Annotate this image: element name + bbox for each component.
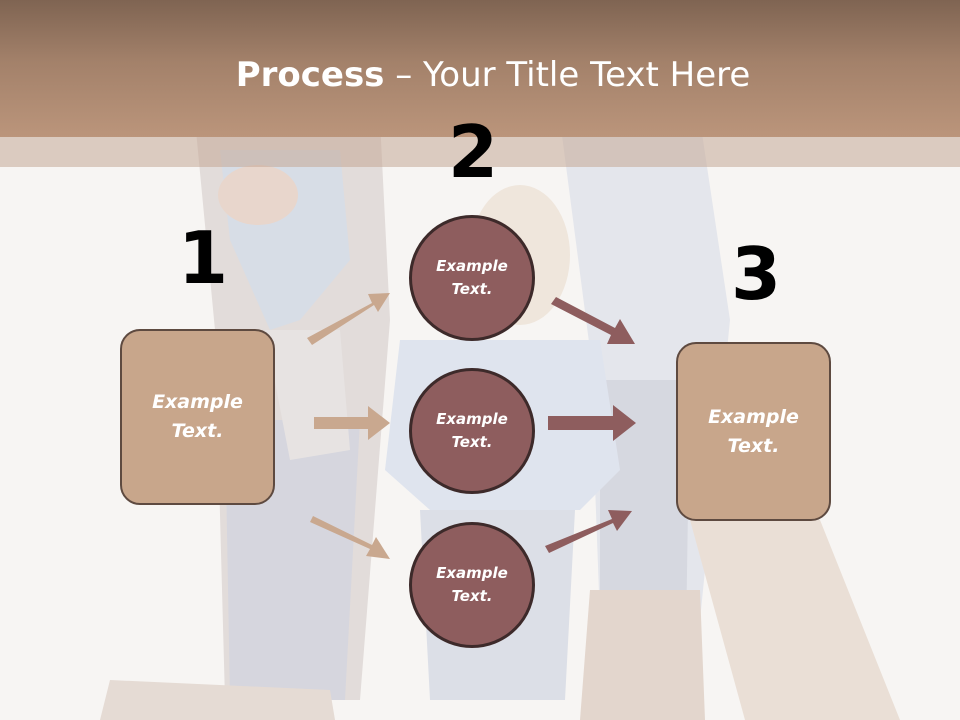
- circle-3-line2: Text.: [451, 587, 493, 605]
- circle-3-line1: Example: [436, 564, 508, 582]
- circle-2-line2: Text.: [451, 433, 493, 451]
- arrow-from-circle-1: [551, 297, 635, 344]
- right-box: Example Text.: [676, 342, 831, 521]
- left-box-line2: Text.: [171, 420, 224, 442]
- circle-1-line2: Text.: [451, 280, 493, 298]
- circle-1-line1: Example: [436, 257, 508, 275]
- title-rest: – Your Title Text Here: [384, 55, 751, 95]
- circle-3: Example Text.: [409, 522, 535, 648]
- step-number-3: 3: [731, 232, 782, 316]
- circle-2-line1: Example: [436, 410, 508, 428]
- right-box-line2: Text.: [727, 434, 780, 457]
- right-box-line1: Example: [708, 405, 799, 428]
- arrow-from-circle-2: [548, 405, 636, 441]
- arrow-to-circle-3: [310, 516, 390, 559]
- slide-title: Process – Your Title Text Here: [0, 54, 960, 96]
- circle-2: Example Text.: [409, 368, 535, 494]
- step-number-1: 1: [178, 216, 229, 300]
- step-number-2: 2: [448, 110, 499, 194]
- title-bar: [0, 0, 960, 137]
- title-bold: Process: [235, 55, 385, 95]
- left-box: Example Text.: [120, 329, 275, 505]
- left-box-line1: Example: [152, 391, 243, 413]
- title-underline-strip: [0, 137, 960, 167]
- circle-1: Example Text.: [409, 215, 535, 341]
- arrow-to-circle-2: [314, 406, 390, 440]
- arrow-to-circle-1: [307, 293, 390, 345]
- arrow-from-circle-3: [545, 510, 632, 553]
